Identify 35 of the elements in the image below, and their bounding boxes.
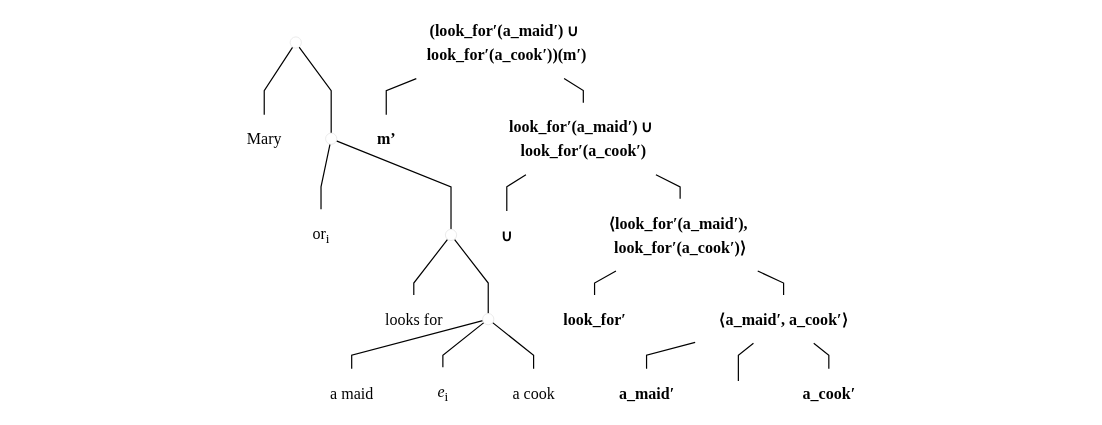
node-text: a_maid′ <box>618 384 675 402</box>
connector <box>737 342 755 382</box>
node-text: ⟨a_maid′, a_cook′⟩ <box>719 310 848 328</box>
node-text: a maid <box>330 384 374 402</box>
node-point <box>325 132 338 145</box>
node-text: a_cook′ <box>802 384 856 402</box>
connector <box>655 174 681 200</box>
node-text: look_for′(a_maid′) ∪ look_for′(a_cook′) <box>509 117 654 160</box>
node-text: e$_{i}$ <box>437 382 449 405</box>
node-text: (look_for′(a_maid′) ∪ look_for′(a_cook′))(m′) <box>426 21 587 64</box>
node-text: Mary <box>246 129 282 148</box>
node-text: m’ <box>376 129 396 148</box>
node-point <box>289 36 302 49</box>
connector <box>813 342 830 370</box>
connector <box>351 320 484 370</box>
node-text: look_for′ <box>563 310 626 328</box>
node-text: or$_{i}$ <box>312 224 330 247</box>
connector <box>263 46 294 116</box>
node-text: ⟨look_for′(a_maid′), look_for′(a_cook′)⟩ <box>608 214 748 256</box>
connector <box>413 238 449 296</box>
connector <box>320 143 331 210</box>
node-text: ∪ <box>500 226 513 244</box>
node-point <box>445 228 458 241</box>
connector <box>563 78 584 104</box>
connector <box>442 322 485 368</box>
node-text: a cook <box>512 384 555 402</box>
connector <box>453 238 489 315</box>
connector <box>593 270 617 296</box>
connector <box>492 322 535 370</box>
connector <box>645 341 696 370</box>
connector <box>335 140 452 230</box>
connector <box>757 270 785 296</box>
node-point <box>482 313 495 326</box>
connector <box>298 46 332 134</box>
node-text: looks for <box>385 310 443 328</box>
